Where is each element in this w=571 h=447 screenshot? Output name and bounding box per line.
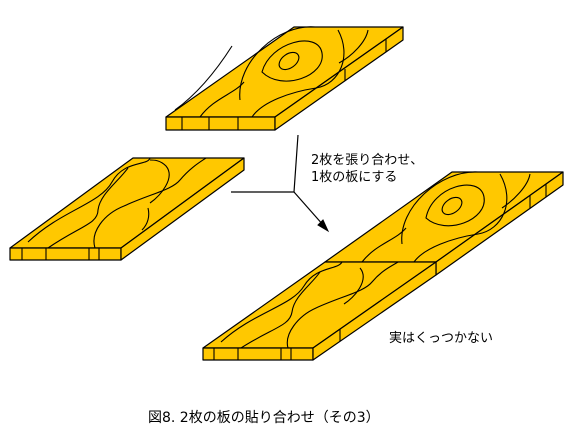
board-combined [202,171,564,361]
annotation-text: 実はくっつかない [389,331,494,346]
board-upper-side [274,26,404,131]
board-combined-grain [213,171,547,360]
board-combined-front-side [312,261,437,361]
board-left-grain [21,157,207,260]
note-line-2: 1枚の板にする [311,170,398,185]
arrow-head [317,219,330,233]
merge-arrow [231,134,330,233]
board-combined-front-face [202,347,314,361]
board-left [9,157,245,261]
board-left-top [9,157,245,249]
board-upper [165,26,404,131]
board-left-side [120,157,245,261]
note-line-1: 2枚を張り合わせ、 [311,153,424,168]
board-upper-top [165,26,404,118]
figure-caption: 図8. 2枚の板の貼り合わせ（その3） [148,410,380,426]
board-left-front [9,247,122,261]
note-text: 2枚を張り合わせ、 1枚の板にする [311,152,423,186]
board-upper-grain [174,26,387,130]
